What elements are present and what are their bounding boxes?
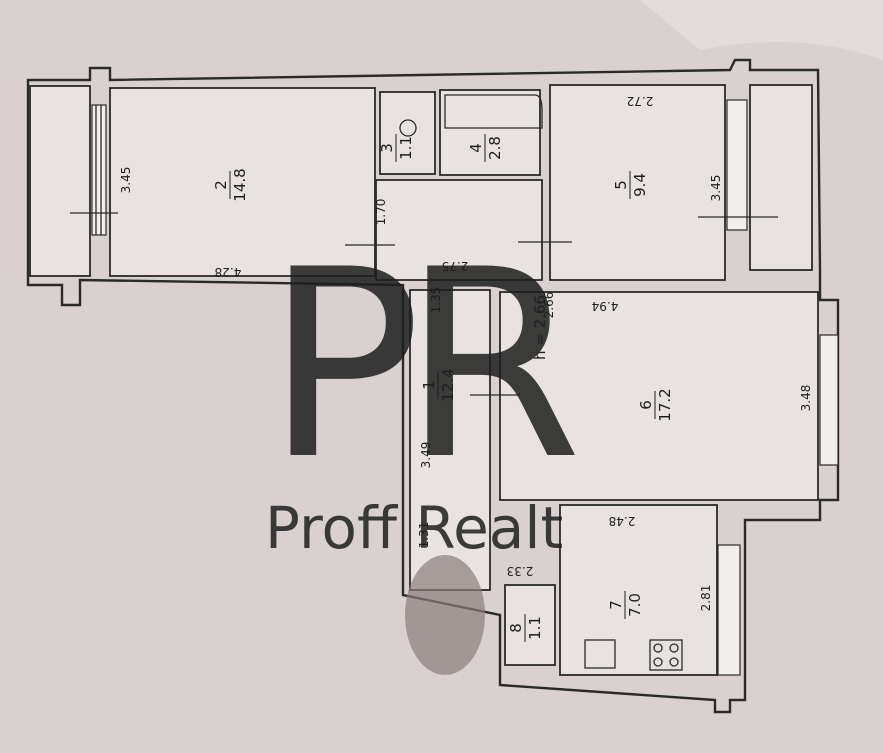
corridor (375, 179, 543, 281)
room-area: 2.8 (486, 136, 504, 160)
window-room-7 (717, 544, 741, 676)
dimension-label: 1.35 (429, 287, 443, 314)
room-area: 12.4 (439, 368, 457, 401)
room-8 (504, 584, 556, 666)
dimension-label: 3.45 (119, 167, 133, 194)
room-number: 8 (507, 623, 525, 633)
window-room-5 (726, 99, 748, 231)
room-1 (409, 289, 491, 591)
room-number: 7 (607, 600, 625, 610)
room-4 (439, 89, 541, 176)
room-number: 3 (378, 143, 396, 153)
stove (649, 639, 683, 671)
room-number: 5 (612, 180, 630, 190)
room-area: 14.8 (231, 168, 249, 201)
room-area: 9.4 (631, 173, 649, 197)
watermark-text: Proff Realt (265, 494, 563, 562)
watermark-logo: PR (265, 215, 576, 517)
room-area: 7.0 (626, 593, 644, 617)
room-number: 6 (637, 400, 655, 410)
door-marks (70, 212, 778, 396)
room-area: 1.1 (397, 136, 415, 160)
room-7 (559, 504, 718, 676)
exterior-wall (26, 58, 840, 714)
room-3 (379, 91, 436, 175)
room-5 (549, 84, 726, 281)
sink (584, 639, 616, 669)
dimension-label: 2.48 (609, 514, 636, 528)
redacted-area (405, 555, 485, 675)
window-room-2 (91, 104, 107, 236)
ceiling-height: h = 2.66 (531, 295, 549, 360)
room-number: 4 (467, 143, 485, 153)
dimension-label: 4.28 (215, 265, 242, 279)
dimension-label: 3.45 (709, 175, 723, 202)
window-room-6 (819, 334, 839, 466)
room-2 (109, 87, 376, 277)
room-number: 1 (420, 380, 438, 390)
dimension-label: 1.70 (374, 199, 388, 226)
room-area: 17.2 (656, 388, 674, 421)
dimension-label: 2.81 (699, 585, 713, 612)
paper-crease (640, 0, 883, 60)
dimension-labels: 3.45 4.28 1.70 2.75 2.72 3.45 1.35 2.66 4.94 3.49… (119, 94, 813, 611)
dimension-label: 2.72 (627, 94, 654, 108)
balcony-right (749, 84, 813, 271)
dimension-label: 3.49 (419, 442, 433, 469)
balcony-left (29, 85, 91, 277)
bathtub (444, 94, 543, 129)
dimension-label: 2.66 (542, 292, 556, 319)
dimension-label: 2.33 (507, 564, 534, 578)
dimension-label: 1.31 (417, 522, 431, 549)
room-area: 1.1 (526, 616, 544, 640)
room-6 (499, 291, 819, 501)
room-number: 2 (212, 180, 230, 190)
dimension-label: 3.48 (799, 385, 813, 412)
dimension-label: 4.94 (592, 299, 619, 313)
dimension-label: 2.75 (442, 259, 469, 273)
